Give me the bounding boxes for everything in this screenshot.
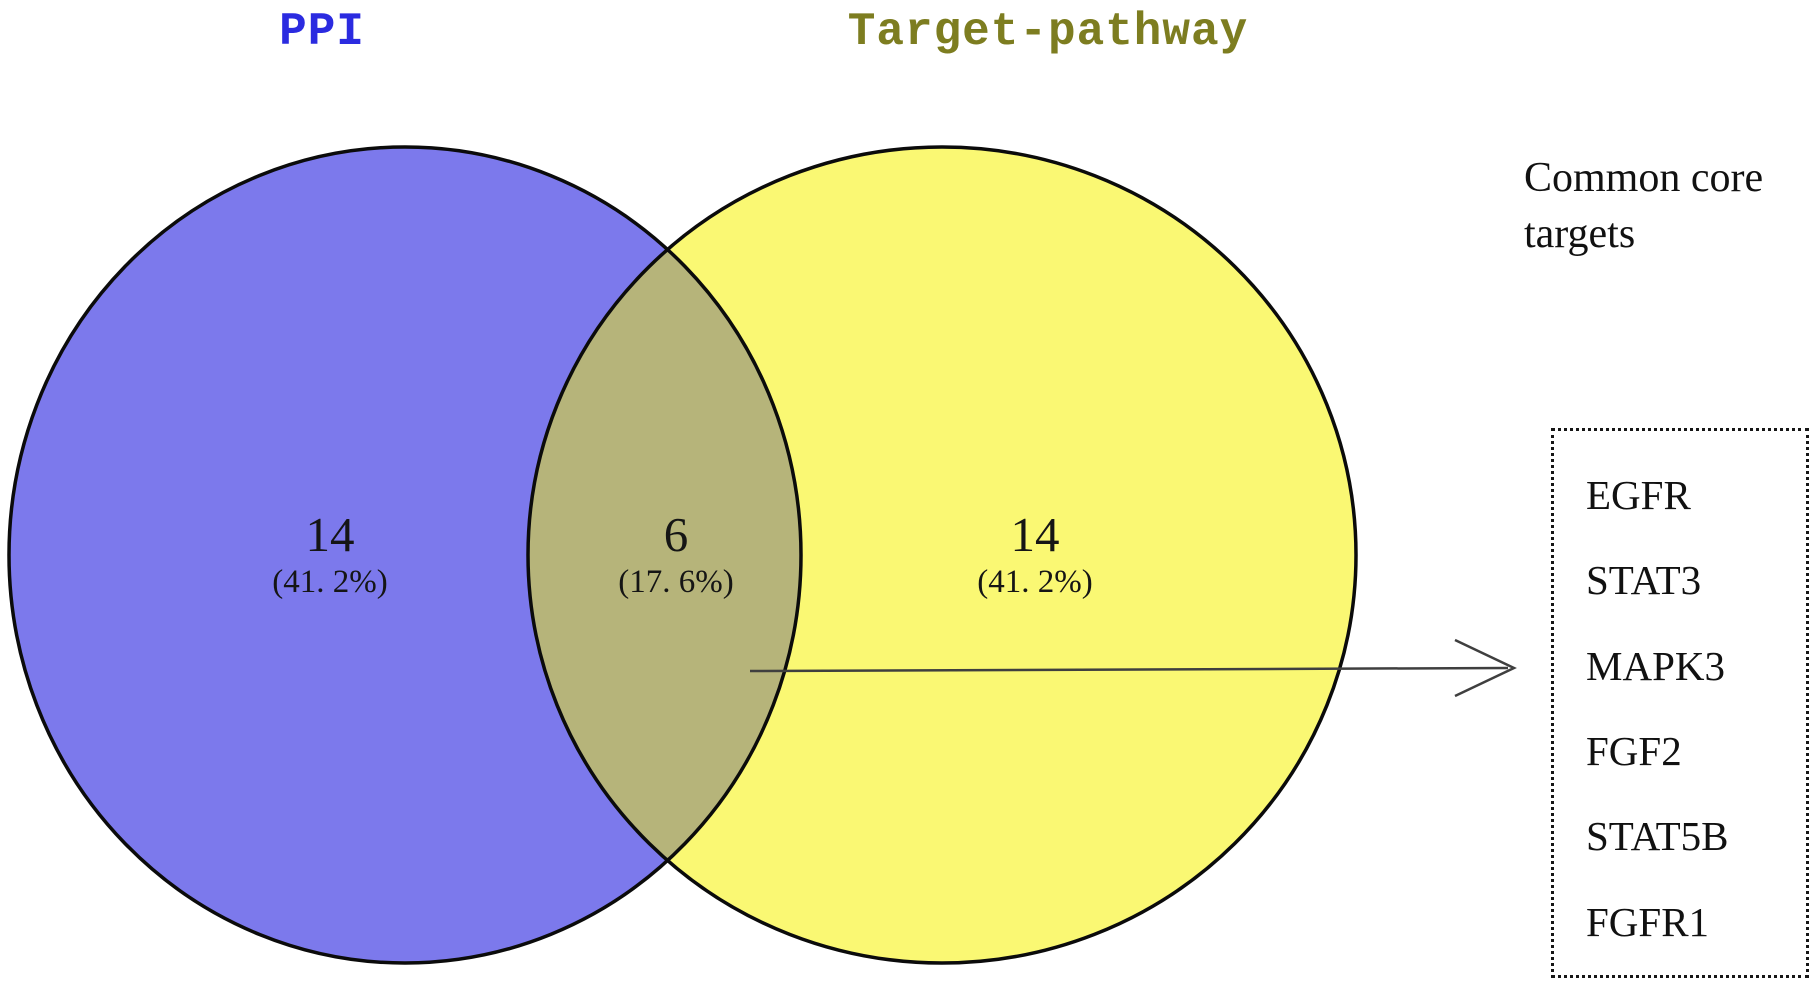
gene-item: MAPK3: [1586, 642, 1725, 689]
gene-list: EGFR STAT3 MAPK3 FGF2 STAT5B FGFR1: [1554, 431, 1806, 975]
arrow-head-icon: [1454, 638, 1517, 698]
intersection-percent: (17. 6%): [618, 564, 734, 600]
arrow-line: [749, 666, 1509, 673]
intersection-region: [528, 147, 801, 963]
intersection-count: 6: [663, 507, 689, 562]
ppi-only-region-label: 14 (41. 2%): [272, 508, 387, 602]
target-pathway-circle-outline: [526, 145, 1358, 965]
intersection-region-label: 6 (17. 6%): [618, 508, 733, 602]
gene-item: STAT3: [1586, 557, 1702, 604]
target-pathway-only-count: 14: [1010, 507, 1060, 562]
target-pathway-only-percent: (41. 2%): [977, 564, 1093, 600]
gene-item: FGFR1: [1586, 898, 1710, 945]
target-pathway-only-region-label: 14 (41. 2%): [977, 508, 1092, 602]
gene-item: FGF2: [1586, 728, 1682, 775]
target-pathway-set-title: Target-pathway: [847, 6, 1249, 58]
ppi-only-count: 14: [305, 507, 355, 562]
gene-item: EGFR: [1586, 472, 1691, 519]
gene-item: STAT5B: [1586, 813, 1729, 860]
ppi-circle-outline: [7, 145, 803, 965]
common-core-targets-box: EGFR STAT3 MAPK3 FGF2 STAT5B FGFR1: [1551, 428, 1809, 978]
ppi-only-percent: (41. 2%): [272, 564, 388, 600]
ppi-set-title: PPI: [279, 6, 365, 58]
common-core-targets-title: Common core targets: [1524, 155, 1764, 257]
